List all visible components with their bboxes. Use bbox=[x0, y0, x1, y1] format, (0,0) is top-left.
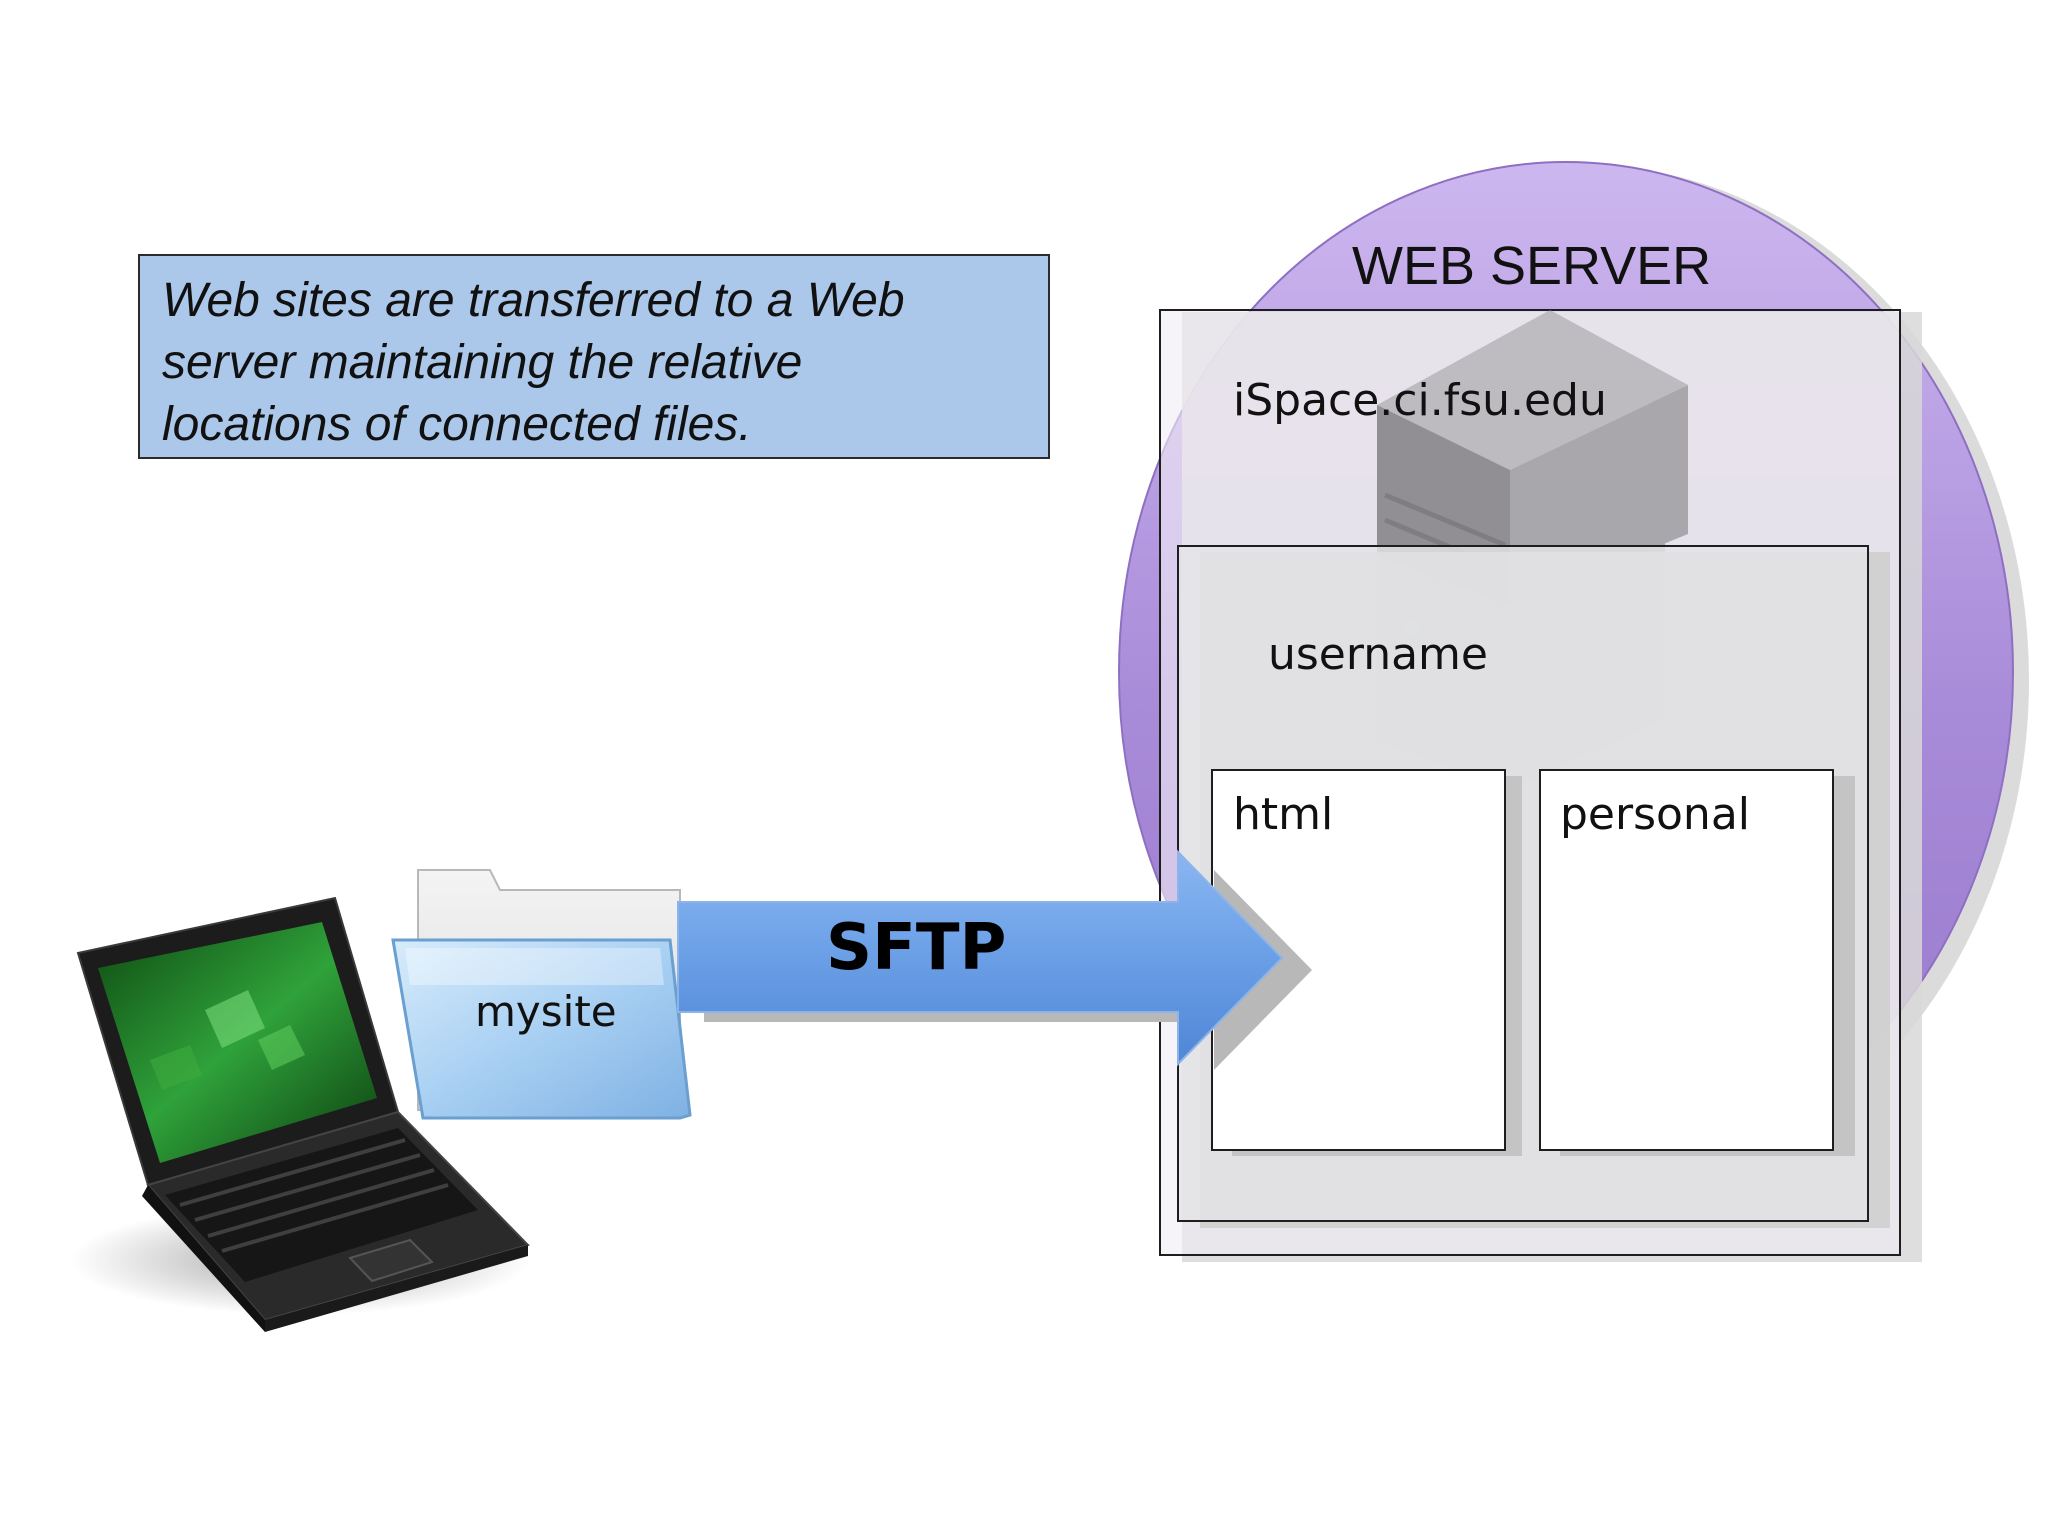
username-label: username bbox=[1268, 629, 1488, 680]
caption-line: server maintaining the relative bbox=[162, 336, 803, 389]
personal-folder-label: personal bbox=[1560, 789, 1751, 840]
laptop-icon bbox=[70, 896, 530, 1332]
caption-line: locations of connected files. bbox=[162, 398, 752, 451]
host-label: iSpace.ci.fsu.edu bbox=[1233, 375, 1607, 426]
server-title: WEB SERVER bbox=[1352, 236, 1712, 296]
html-folder-label: html bbox=[1233, 789, 1334, 840]
sftp-label: SFTP bbox=[826, 911, 1007, 985]
arrow-right-icon bbox=[677, 849, 1312, 1070]
caption-box: Web sites are transferred to a Web serve… bbox=[138, 254, 1050, 459]
personal-folder-box bbox=[1539, 769, 1855, 1156]
caption-line: Web sites are transferred to a Web bbox=[162, 274, 905, 327]
folder-icon bbox=[391, 869, 692, 1120]
mysite-folder-label: mysite bbox=[475, 987, 617, 1036]
